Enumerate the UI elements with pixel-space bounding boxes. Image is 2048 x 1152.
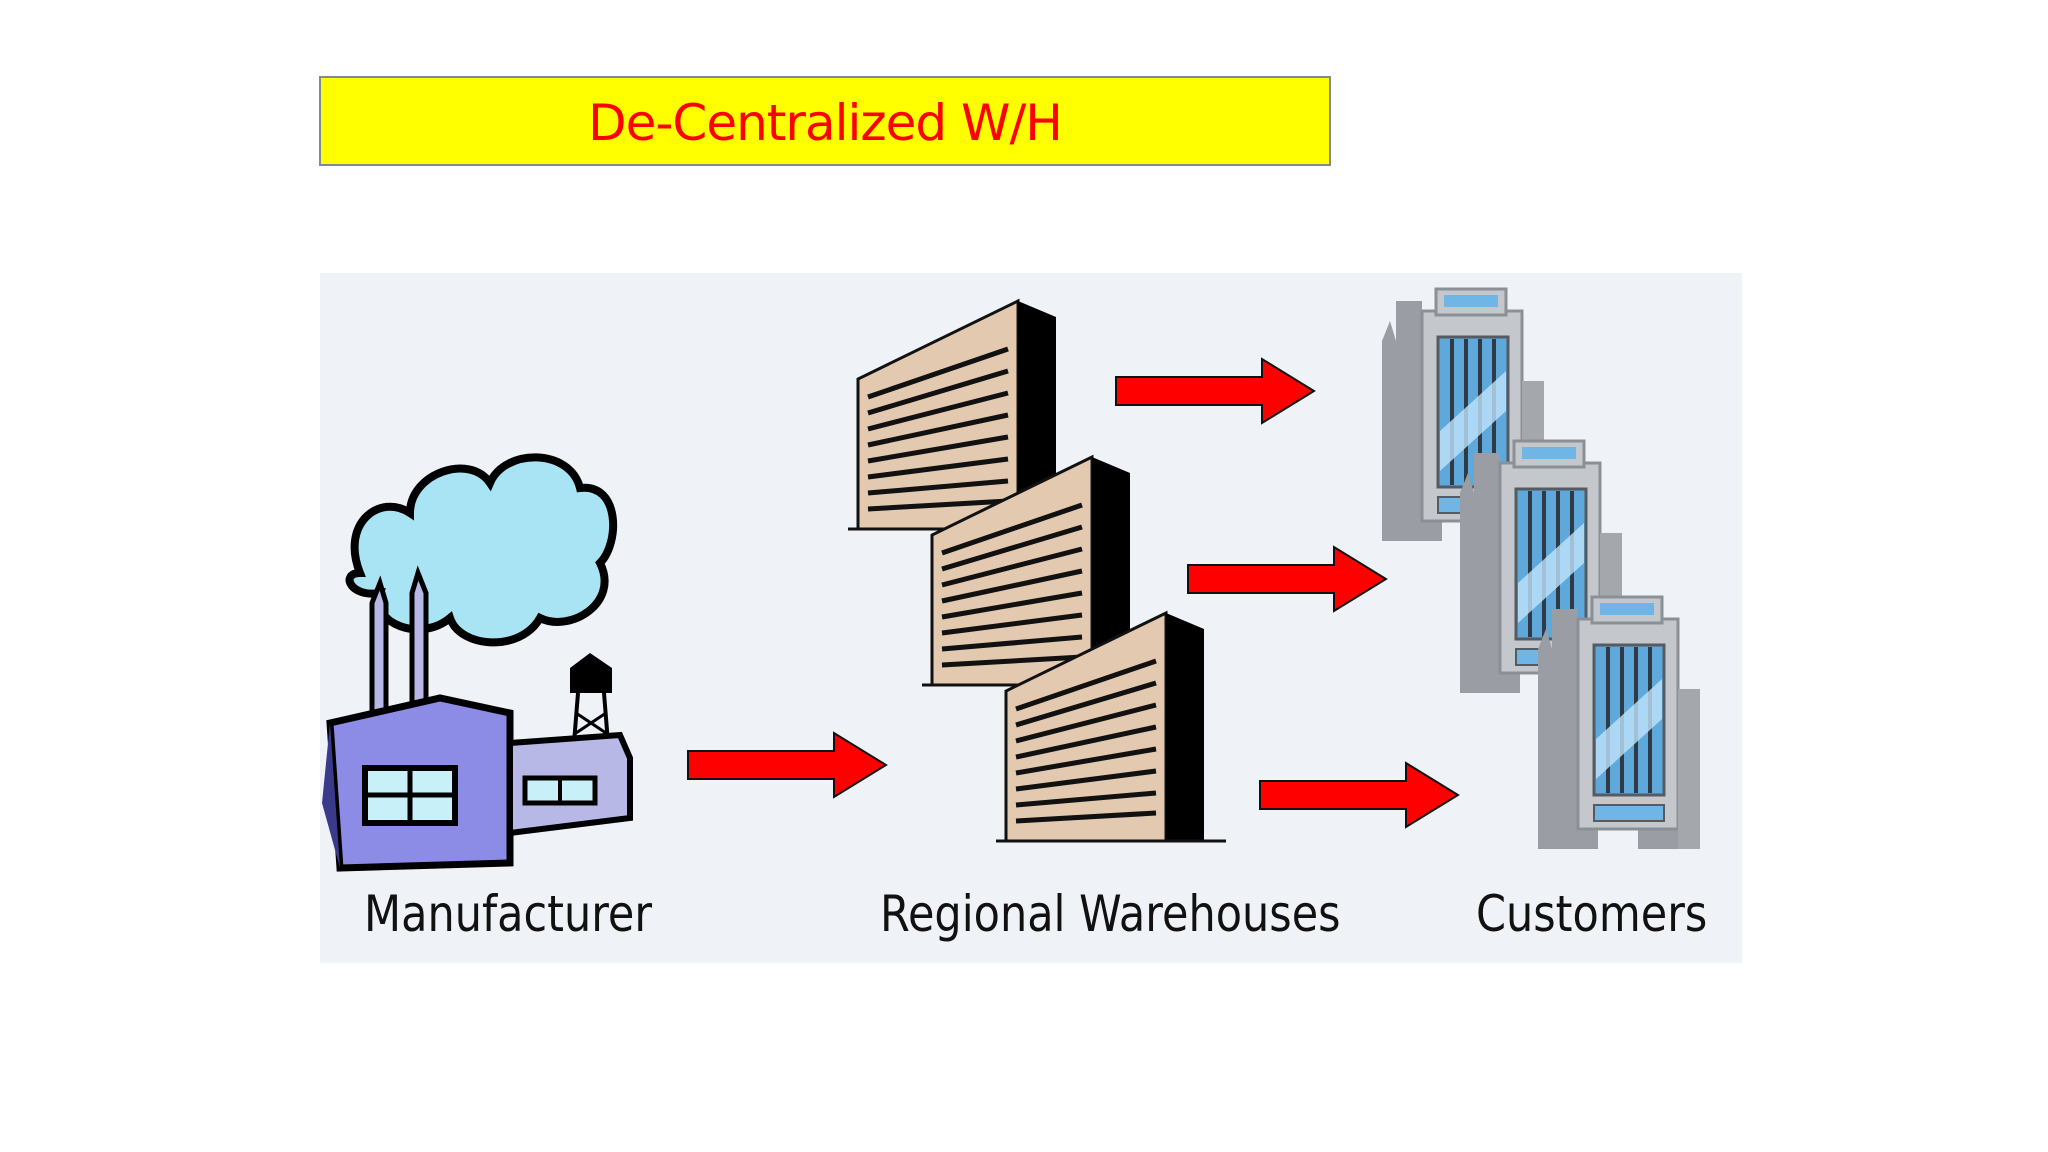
factory-icon [322, 453, 633, 872]
arrow-to-customers-2 [1187, 546, 1387, 612]
arrow-to-warehouses [687, 732, 887, 798]
regional-warehouses-label: Regional Warehouses [880, 885, 1341, 943]
distribution-diagram [320, 273, 1742, 963]
office-building-icon [1380, 287, 1702, 851]
title-banner: De-Centralized W/H [319, 76, 1331, 166]
diagram-title: De-Centralized W/H [588, 94, 1063, 152]
arrow-to-customers-1 [1115, 358, 1315, 424]
diagram-canvas [322, 287, 1702, 872]
customers-label: Customers [1476, 885, 1708, 943]
arrow-to-customers-3 [1259, 762, 1459, 828]
manufacturer-label: Manufacturer [364, 885, 653, 943]
